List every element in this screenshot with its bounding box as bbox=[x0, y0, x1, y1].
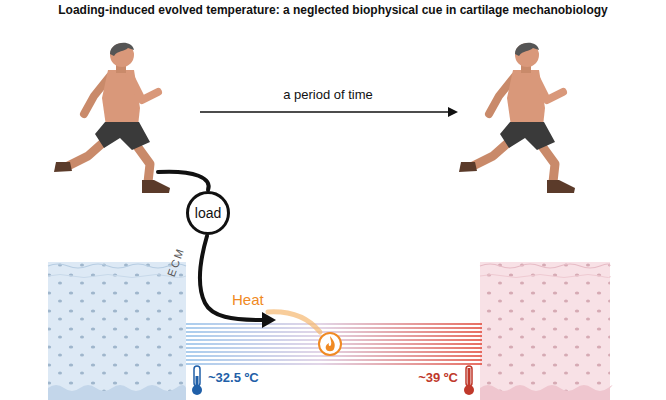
cartilage-warm bbox=[480, 262, 613, 400]
heat-line bbox=[186, 359, 482, 361]
title: Loading-induced evolved temperature: a n… bbox=[58, 4, 607, 18]
heat-line bbox=[186, 363, 482, 365]
period-label: a period of time bbox=[283, 88, 373, 103]
heat-label: Heat bbox=[232, 291, 264, 308]
heat-line bbox=[186, 323, 482, 325]
heat-wave bbox=[268, 312, 320, 332]
heat-line bbox=[186, 355, 482, 357]
load-circle: load bbox=[186, 191, 230, 235]
time-arrow bbox=[200, 107, 458, 117]
temp-warm: ~39 ºC bbox=[418, 371, 458, 386]
flame-icon bbox=[319, 333, 341, 355]
cartilage-cool bbox=[48, 262, 186, 400]
heat-line bbox=[186, 331, 482, 333]
load-curve bbox=[158, 172, 276, 328]
runner-after bbox=[459, 43, 575, 193]
runner-before bbox=[54, 43, 170, 193]
heat-line bbox=[186, 327, 482, 329]
thermometer-cool bbox=[192, 366, 202, 395]
thermometer-warm bbox=[464, 366, 474, 395]
heat-gradient bbox=[186, 324, 482, 364]
node-label: load bbox=[195, 205, 221, 221]
temp-cool: ~32.5 ºC bbox=[208, 371, 259, 386]
